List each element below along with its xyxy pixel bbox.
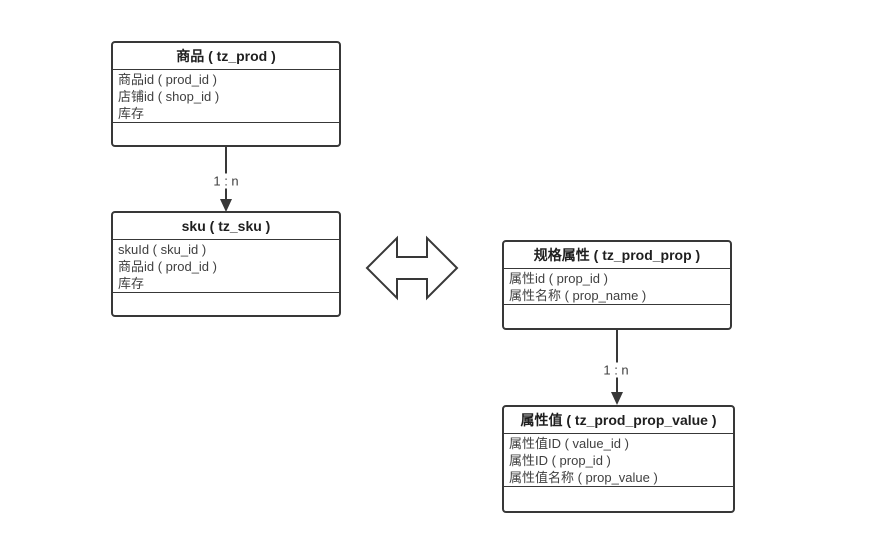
field-row: 商品id ( prod_id ) [118,72,217,87]
field-row: 商品id ( prod_id ) [118,259,217,274]
field-row: 属性ID ( prop_id ) [509,453,611,468]
field-row: 属性值ID ( value_id ) [509,436,629,451]
field-row: 属性id ( prop_id ) [509,271,608,286]
table-fields-prod: 商品id ( prod_id ) 店铺id ( shop_id ) 库存 [113,70,339,123]
table-fields-prop: 属性id ( prop_id ) 属性名称 ( prop_name ) [504,269,730,305]
table-footer-prod [113,123,339,145]
double-arrow-icon [365,235,459,301]
field-row: 库存 [118,106,145,121]
field-row: 店铺id ( shop_id ) [118,89,220,104]
edge-label-prod-to-sku: 1 : n [210,173,242,189]
table-title-prop: 规格属性 ( tz_prod_prop ) [504,242,730,269]
table-title-sku: sku ( tz_sku ) [113,213,339,240]
entity-table-prop-value: 属性值 ( tz_prod_prop_value ) 属性值ID ( value… [502,405,735,513]
edge-label-prop-to-prop-value: 1 : n [600,362,632,378]
arrowhead-down-icon [220,199,232,212]
table-title-prop-value: 属性值 ( tz_prod_prop_value ) [504,407,733,434]
field-row: 属性名称 ( prop_name ) [509,288,647,303]
edge-prop-to-prop-value [611,330,623,405]
field-row: 属性值名称 ( prop_value ) [509,470,658,485]
entity-table-prop: 规格属性 ( tz_prod_prop ) 属性id ( prop_id ) 属… [502,240,732,330]
field-row: 库存 [118,276,145,291]
field-row: skuId ( sku_id ) [118,242,207,257]
table-footer-prop [504,305,730,328]
table-fields-sku: skuId ( sku_id ) 商品id ( prod_id ) 库存 [113,240,339,293]
table-title-prod: 商品 ( tz_prod ) [113,43,339,70]
arrowhead-down-icon [611,392,623,405]
table-footer-prop-value [504,487,733,511]
entity-table-sku: sku ( tz_sku ) skuId ( sku_id ) 商品id ( p… [111,211,341,317]
table-footer-sku [113,293,339,315]
entity-table-prod: 商品 ( tz_prod ) 商品id ( prod_id ) 店铺id ( s… [111,41,341,147]
table-fields-prop-value: 属性值ID ( value_id ) 属性ID ( prop_id ) 属性值名… [504,434,733,487]
